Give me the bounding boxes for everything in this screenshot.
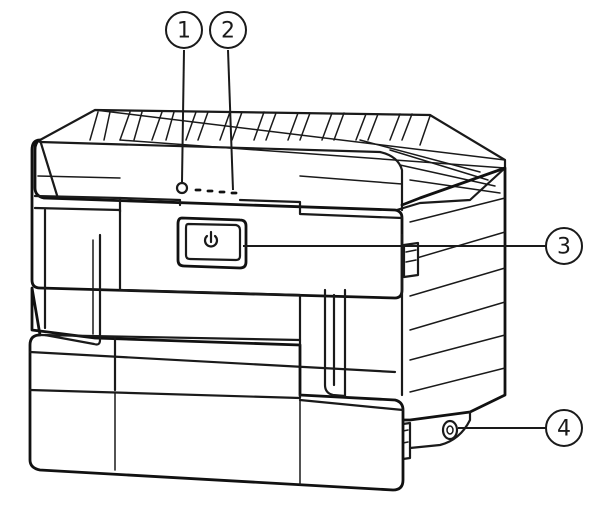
callout-2: 2 [209, 11, 247, 191]
right-side-panel [394, 166, 507, 462]
battery-level-indicators [194, 188, 238, 195]
recessed-section [43, 208, 347, 398]
power-icon [203, 230, 219, 248]
callout-2-label: 2 [221, 19, 235, 44]
status-led [175, 181, 189, 195]
callout-1: 1 [165, 11, 203, 183]
callout-4-label: 4 [557, 417, 571, 442]
callout-3-label: 3 [557, 235, 571, 260]
front-lower-body [28, 286, 405, 492]
callout-4: 4 [458, 409, 583, 447]
power-button [176, 216, 248, 270]
callout-1-label: 1 [177, 19, 191, 44]
ribbed-top [38, 108, 507, 214]
callout-3: 3 [243, 227, 583, 265]
side-mounting-screw [408, 410, 472, 450]
